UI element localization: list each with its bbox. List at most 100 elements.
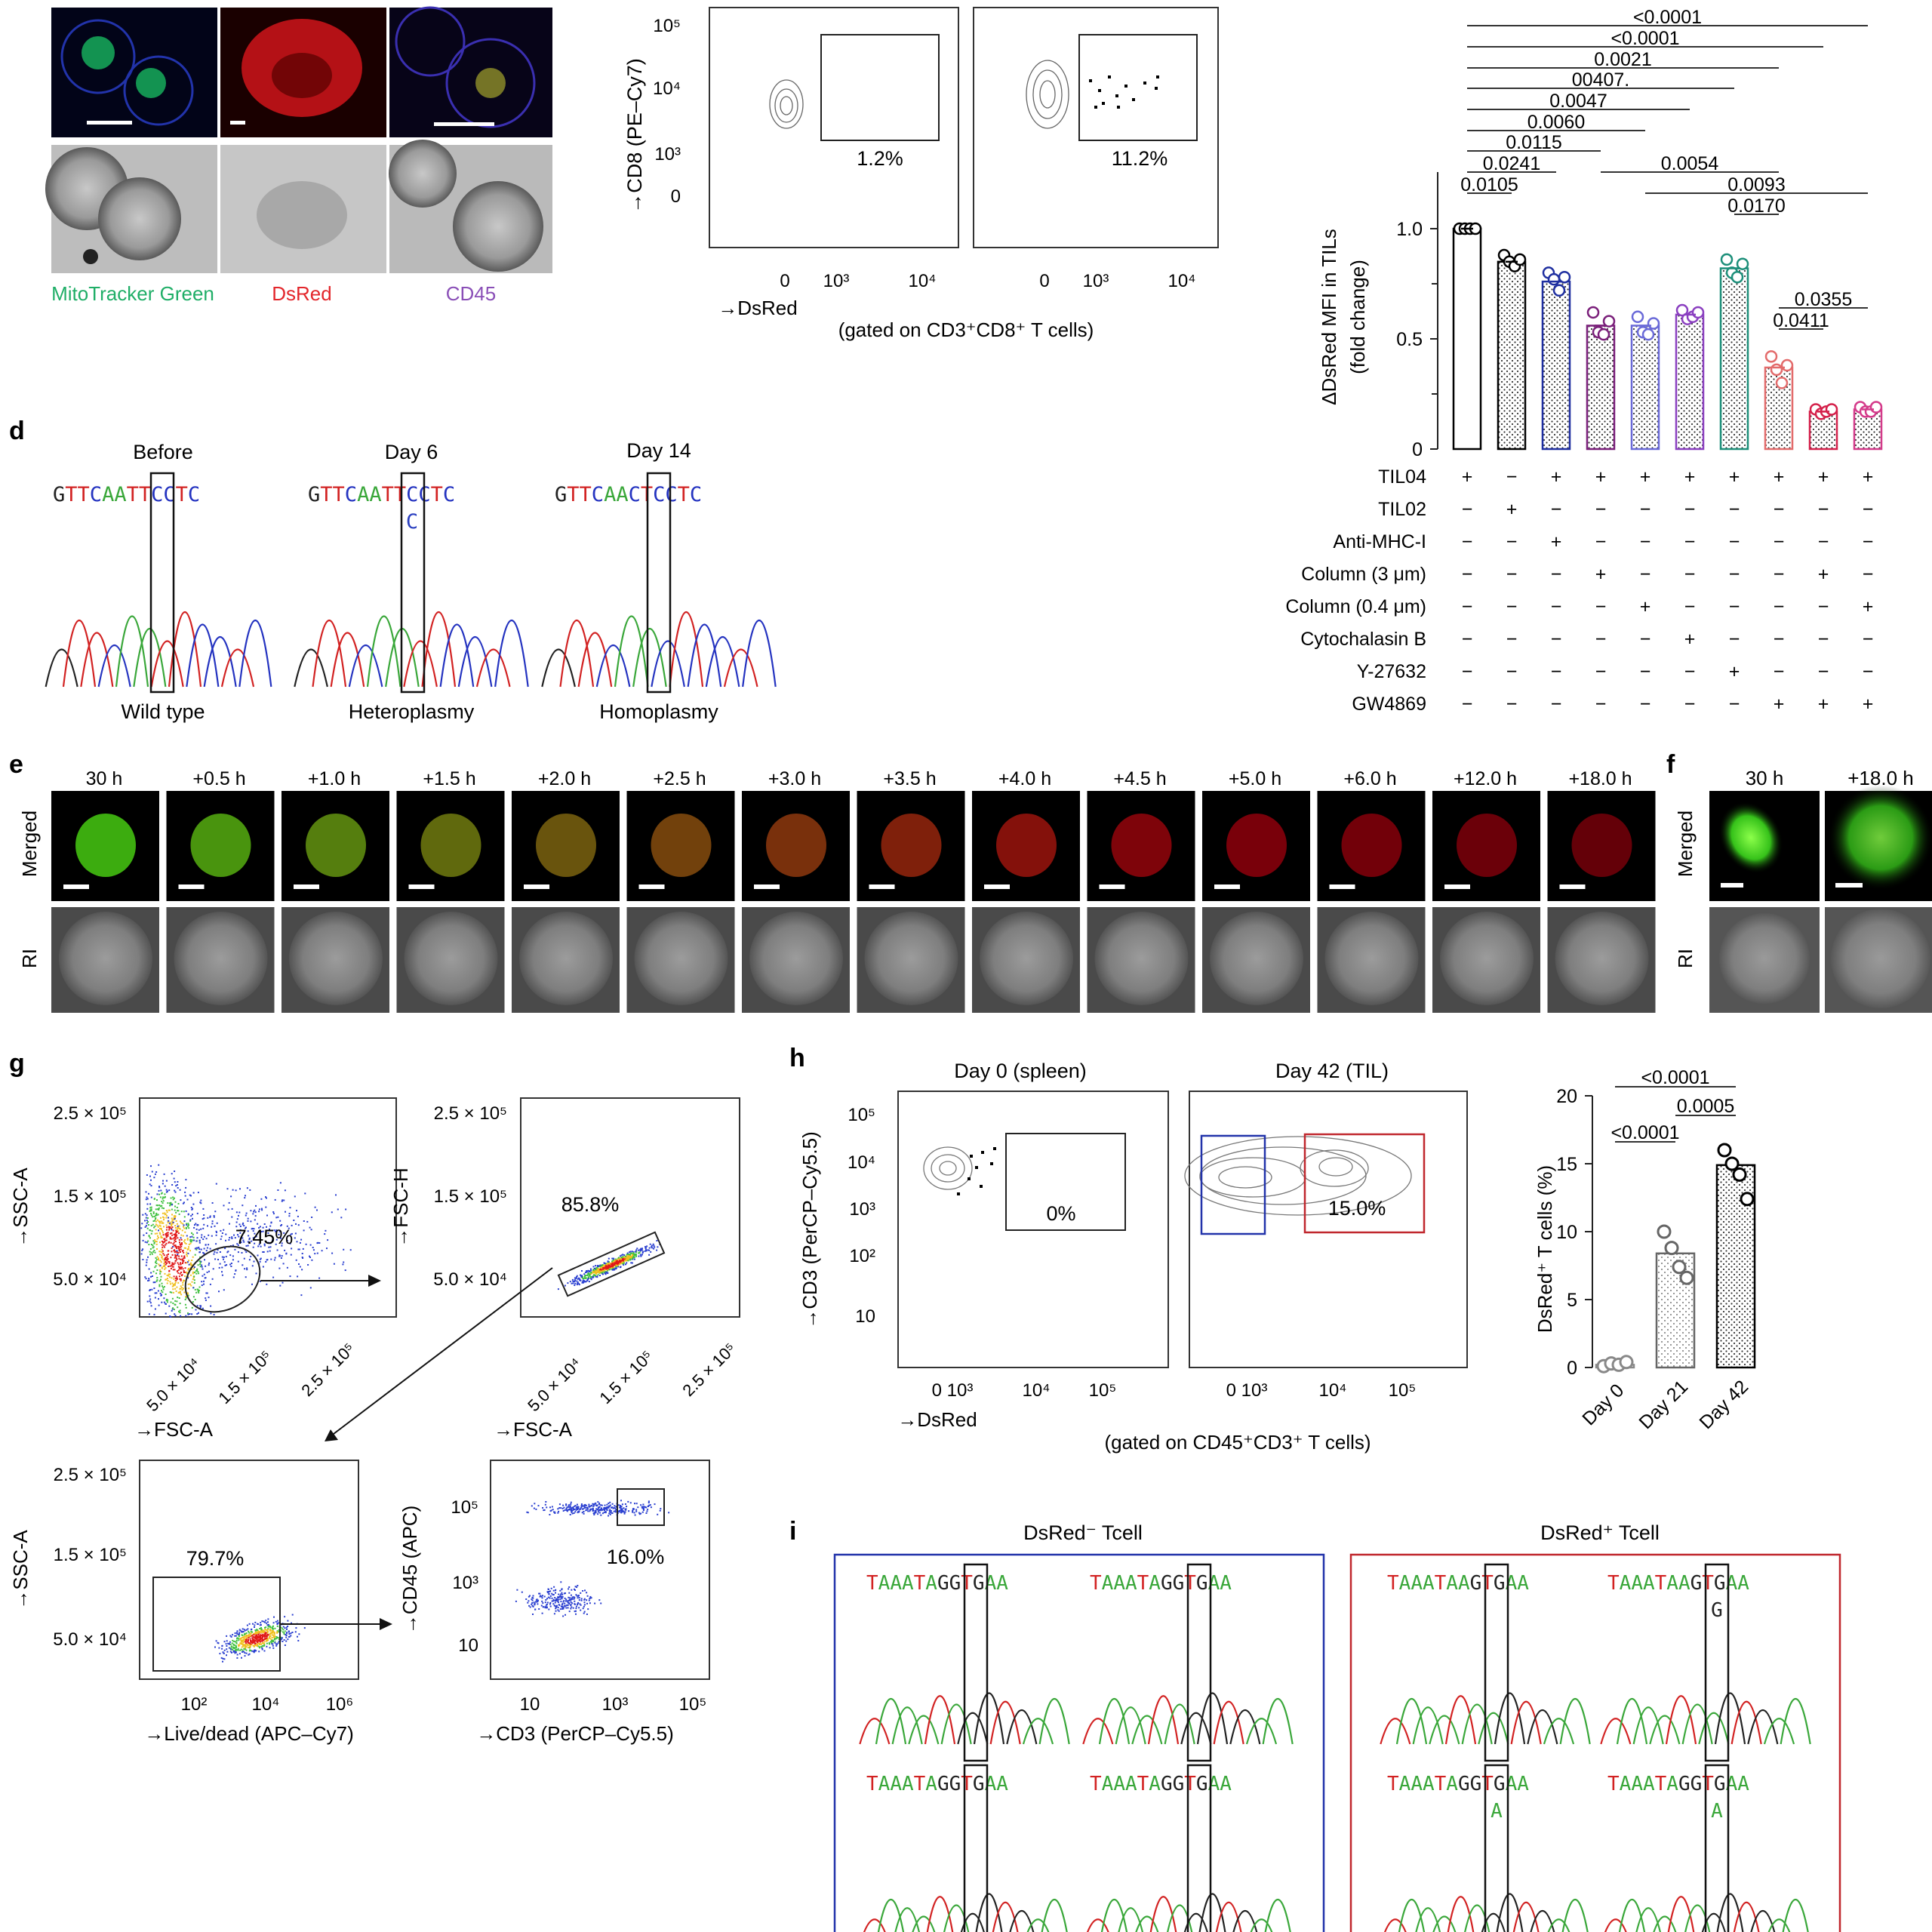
event-dot [583,1506,586,1508]
event-dot [235,1645,237,1647]
event-dot [285,1211,286,1213]
time-label: +6.0 h [1343,768,1396,789]
event-dot [580,1279,582,1281]
event-dot [191,1263,193,1266]
event-dot [152,1251,155,1253]
event-dot [567,1282,569,1284]
data-point [1764,350,1778,363]
event-dot [257,1640,259,1642]
event-dot [628,1256,630,1258]
event-dot [172,1196,174,1198]
event-dot [557,1597,559,1599]
sequence: TAAATAGGTGAA [866,1773,1008,1795]
event-dot [192,1208,194,1210]
event-dot [170,1232,171,1235]
event-dot [216,1222,218,1224]
event-dot [231,1648,232,1651]
event-dot [172,1229,174,1232]
event-dot [618,1258,620,1260]
time-label: +5.0 h [1229,768,1281,789]
event-dot [172,1284,174,1286]
event-dot [281,1281,284,1284]
event-dot [176,1286,178,1288]
event-dot [230,1263,232,1264]
chromatogram-peak [940,1703,972,1745]
event-dot [155,1292,158,1294]
chromatogram-peak [1006,1709,1038,1745]
event-dot [159,1254,162,1256]
event-dot [181,1287,183,1289]
data-point [1664,1241,1679,1256]
event-dot [212,1268,214,1270]
event-dot [164,1272,166,1275]
chromatogram-peak [687,623,722,688]
event-dot [603,1507,605,1509]
event-dot [585,1504,587,1506]
event-dot [244,1633,246,1635]
event-dot [613,1266,615,1269]
event-dot [526,1511,528,1513]
event-dot [617,1263,619,1266]
event-dot [259,1280,261,1282]
chromatogram-peak [669,611,704,688]
event-dot [631,1253,633,1255]
event-dot [211,1202,214,1204]
chromatogram-peak [1022,1718,1054,1745]
event-dot [162,1212,164,1214]
event-dot [287,1626,289,1627]
bar [1630,325,1660,451]
event-dot [203,1283,205,1285]
event-dot [574,1505,576,1507]
event-dot [174,1303,177,1306]
event-dot [545,1606,547,1608]
condition-sign: − [1506,629,1518,650]
event-dot [162,1265,165,1267]
event-dot [577,1604,578,1606]
event-dot [208,1264,210,1266]
event-dot [561,1592,563,1594]
event-dot [648,1502,650,1504]
event-dot [270,1632,272,1635]
event-dot [565,1600,567,1602]
event-dot [588,1276,590,1278]
highlight-box [1704,1563,1730,1762]
event-dot [238,1653,241,1655]
event-dot [310,1229,312,1231]
event-dot [583,1512,585,1515]
title-day42: Day 42 (TIL) [1275,1060,1389,1082]
event-dot [203,1214,205,1216]
event-dot [165,1235,168,1237]
event-dot [176,1184,178,1186]
event-dot [254,1629,257,1632]
event-dot [234,1237,236,1239]
event-dot [198,1239,201,1241]
p-value: <0.0001 [1641,1067,1709,1088]
event-dot [166,1262,168,1264]
event-dot [176,1250,178,1252]
axis-label: →FSC-H [389,1168,412,1247]
event-dot [589,1510,591,1512]
condition-sign: + [1774,466,1785,488]
sequence: TAAATAGGTGAA [1387,1773,1529,1795]
event-dot [549,1597,551,1599]
event-dot [291,1247,293,1250]
event-dot [641,1249,643,1251]
event-dot [257,1643,259,1645]
gate-label: 7.45% [235,1226,294,1248]
event-dot [534,1604,536,1606]
event-dot [284,1644,286,1646]
event-dot [574,1600,576,1602]
condition-sign: − [1684,531,1696,552]
event-dot [181,1242,183,1244]
event-dot [267,1618,269,1620]
event-dot [576,1275,578,1277]
scale-bar [408,884,435,889]
event-dot [248,1632,251,1634]
event-dot [199,1256,202,1258]
chromatogram-peak [457,635,493,688]
gate-b2-label: 11.2% [1112,147,1168,170]
event-dot [244,1644,246,1646]
event-dot [257,1631,259,1633]
event-dot [534,1503,536,1505]
scale-bar [1214,884,1240,889]
